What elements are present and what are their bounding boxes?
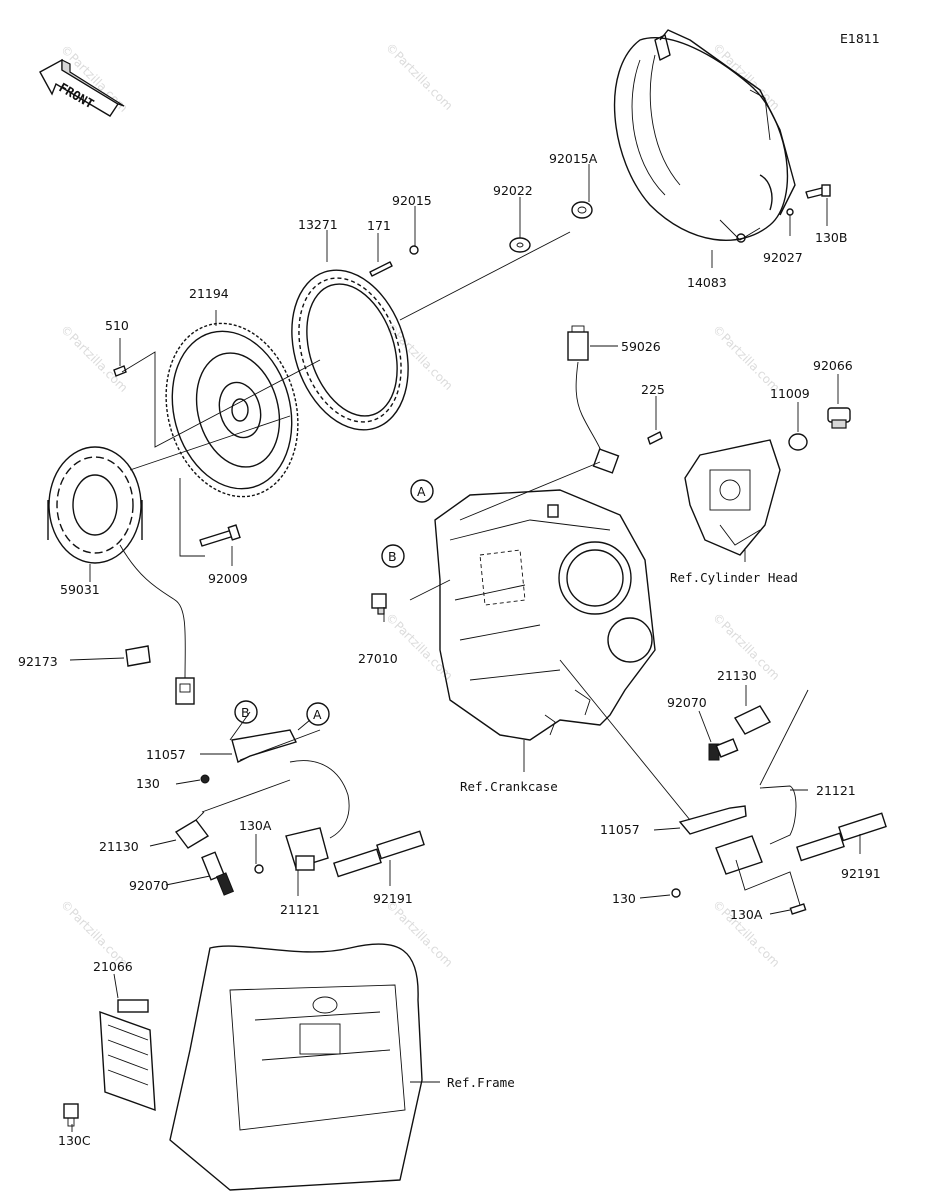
label-171: 171 xyxy=(367,218,391,233)
label-130c: 130C xyxy=(58,1133,91,1148)
watermark-text: ©Partzilla.com xyxy=(383,320,456,393)
regulator-21066 xyxy=(99,999,156,1112)
ref-frame-label: Ref.Frame xyxy=(447,1075,515,1090)
label-92191-left: 92191 xyxy=(373,891,413,906)
ref-crankcase-label: Ref.Crankcase xyxy=(460,779,558,794)
pickup-sensor-59026 xyxy=(567,325,620,474)
callout-a-left: A xyxy=(306,702,330,726)
label-92191-right: 92191 xyxy=(841,866,881,881)
bolt-130a-right xyxy=(789,903,807,915)
label-130a-left: 130A xyxy=(239,818,272,833)
ref-cylinder-head-label: Ref.Cylinder Head xyxy=(670,570,798,585)
watermark-text: ©Partzilla.com xyxy=(710,40,783,113)
ignition-coil-21121-left xyxy=(285,760,350,871)
washer-92027 xyxy=(786,208,794,216)
label-92070-right: 92070 xyxy=(667,695,707,710)
ignition-coil-21121-right xyxy=(715,785,797,875)
bolt-225 xyxy=(647,431,663,445)
stud-171 xyxy=(369,261,393,277)
stator-59031 xyxy=(47,446,195,705)
reference-labels: Ref.Cylinder Head Ref.Crankcase Ref.Fram… xyxy=(447,570,798,1090)
label-59026: 59026 xyxy=(621,339,661,354)
sensor-27010 xyxy=(371,593,387,615)
label-92066: 92066 xyxy=(813,358,853,373)
watermark-text: ©Partzilla.com xyxy=(710,322,783,395)
label-21194: 21194 xyxy=(189,286,229,301)
label-92009: 92009 xyxy=(208,571,248,586)
callout-a-top: A xyxy=(410,479,434,503)
nut-130-right xyxy=(671,888,681,898)
label-21121-left: 21121 xyxy=(280,902,320,917)
nut-92015a xyxy=(571,201,593,219)
label-21130-left: 21130 xyxy=(99,839,139,854)
label-11057-right: 11057 xyxy=(600,822,640,837)
bracket-11057-left xyxy=(231,729,297,764)
part-labels: 13271 171 92015 92022 92015A 14083 92027… xyxy=(18,151,881,1148)
svg-text:A: A xyxy=(417,484,426,499)
leader-lines xyxy=(69,164,861,1132)
diagram-code: E1811 xyxy=(840,31,880,46)
oring-11009 xyxy=(788,433,808,451)
label-510: 510 xyxy=(105,318,129,333)
label-92027: 92027 xyxy=(763,250,803,265)
key-510 xyxy=(113,365,127,377)
watermark-text: ©Partzilla.com xyxy=(383,40,456,113)
nut-92015 xyxy=(409,245,419,255)
cap-92066 xyxy=(827,407,851,429)
label-27010: 27010 xyxy=(358,651,398,666)
svg-text:A: A xyxy=(313,707,322,722)
bracket-11057-right xyxy=(678,805,747,835)
label-59031: 59031 xyxy=(60,582,100,597)
label-13271: 13271 xyxy=(298,217,338,232)
alternator-cover xyxy=(613,29,796,243)
label-11009: 11009 xyxy=(770,386,810,401)
ring-gear-13271 xyxy=(291,269,409,431)
washer-92022 xyxy=(509,237,531,253)
label-92015: 92015 xyxy=(392,193,432,208)
watermarks: ©Partzilla.com ©Partzilla.com ©Partzilla… xyxy=(58,40,783,970)
bolt-92009 xyxy=(199,529,235,547)
bolt-130c xyxy=(63,1103,79,1127)
frame-ref xyxy=(169,943,423,1191)
cylinder-head-ref xyxy=(684,439,781,556)
plug-cap-21130-right xyxy=(733,705,772,735)
label-92015a: 92015A xyxy=(549,151,598,166)
plug-cap-21130-left xyxy=(174,811,210,849)
flywheel-21194 xyxy=(165,322,299,498)
label-130b: 130B xyxy=(815,230,847,245)
label-92022: 92022 xyxy=(493,183,533,198)
label-21130-right: 21130 xyxy=(717,668,757,683)
svg-text:B: B xyxy=(388,549,397,564)
bolt-130b xyxy=(805,184,831,199)
spark-plug-92070-left xyxy=(201,851,235,896)
bolt-130a-left xyxy=(254,864,264,874)
callout-b-left: B xyxy=(234,700,258,724)
label-225: 225 xyxy=(641,382,665,397)
callout-b-top: B xyxy=(381,544,405,568)
svg-text:B: B xyxy=(241,705,250,720)
clamp-92173 xyxy=(125,645,151,667)
label-130a-right: 130A xyxy=(730,907,763,922)
label-14083: 14083 xyxy=(687,275,727,290)
label-130-right: 130 xyxy=(612,891,636,906)
tube-92191-left xyxy=(333,830,425,878)
nut-130-left xyxy=(200,774,210,784)
tube-92191-right xyxy=(796,812,887,862)
crankcase-ref xyxy=(434,489,656,741)
label-21121-right: 21121 xyxy=(816,783,856,798)
label-92070-left: 92070 xyxy=(129,878,169,893)
watermark-text: ©Partzilla.com xyxy=(383,897,456,970)
label-21066: 21066 xyxy=(93,959,133,974)
label-130-left: 130 xyxy=(136,776,160,791)
spark-plug-92070-right xyxy=(708,738,739,761)
label-92173: 92173 xyxy=(18,654,58,669)
label-11057-left: 11057 xyxy=(146,747,186,762)
